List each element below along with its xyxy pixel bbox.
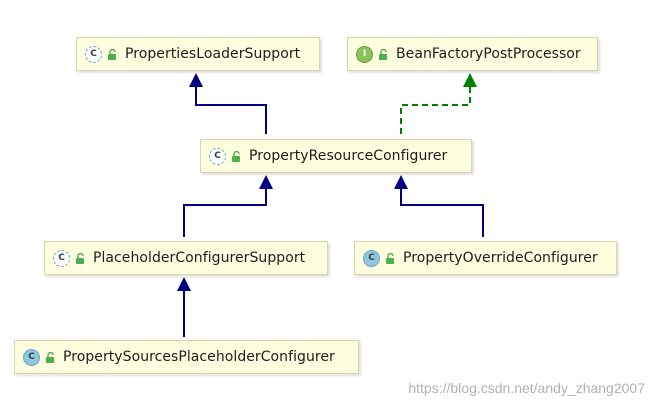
arrowhead-placeholder-support [177, 277, 191, 291]
unlocked-icon [232, 150, 240, 162]
node-bean-factory-post-processor[interactable]: I BeanFactoryPostProcessor [347, 37, 598, 71]
unlocked-icon [379, 48, 387, 60]
arrowhead-bean-factory [463, 73, 477, 87]
interface-icon: I [356, 45, 373, 63]
unlocked-icon [386, 252, 394, 264]
edge-extends-placeholder-support-to-property-resource [183, 188, 267, 237]
abstract-class-icon: C [53, 249, 70, 267]
node-properties-loader-support[interactable]: C PropertiesLoaderSupport [76, 37, 320, 71]
node-label: PlaceholderConfigurerSupport [93, 250, 306, 266]
node-property-sources-placeholder-configurer[interactable]: C PropertySourcesPlaceholderConfigurer [14, 340, 359, 374]
abstract-class-icon: C [209, 147, 226, 165]
node-label: PropertySourcesPlaceholderConfigurer [63, 349, 335, 365]
class-icon: C [23, 348, 40, 366]
arrowhead-property-resource-right [394, 175, 408, 189]
edge-extends-property-override-to-property-resource [400, 188, 484, 237]
edge-extends-property-resource-to-properties-loader [195, 86, 267, 134]
class-icon: C [363, 249, 380, 267]
arrowhead-property-resource-left [259, 175, 273, 189]
node-label: PropertiesLoaderSupport [125, 46, 301, 62]
unlocked-icon [108, 48, 116, 60]
unlocked-icon [76, 252, 84, 264]
node-label: PropertyOverrideConfigurer [403, 250, 598, 266]
edge-implements-property-resource-to-bean-factory [400, 86, 471, 134]
unlocked-icon [46, 351, 54, 363]
abstract-class-icon: C [85, 45, 102, 63]
node-label: PropertyResourceConfigurer [249, 148, 448, 164]
node-property-override-configurer[interactable]: C PropertyOverrideConfigurer [354, 241, 617, 275]
node-label: BeanFactoryPostProcessor [396, 46, 581, 62]
arrowhead-properties-loader [189, 73, 203, 87]
node-property-resource-configurer[interactable]: C PropertyResourceConfigurer [200, 139, 472, 173]
node-placeholder-configurer-support[interactable]: C PlaceholderConfigurerSupport [44, 241, 328, 275]
watermark-text: https://blog.csdn.net/andy_zhang2007 [408, 380, 645, 396]
